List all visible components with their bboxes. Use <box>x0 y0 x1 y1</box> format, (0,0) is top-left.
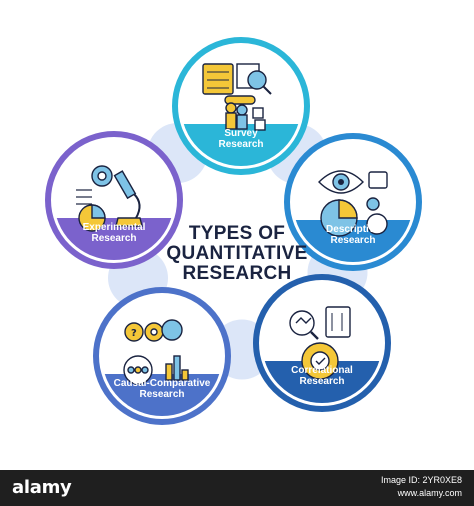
stock-footer-bar: alamy Image ID: 2YR0XE8 www.alamy.com <box>0 470 474 506</box>
causal-comparative-icon: ? <box>123 319 189 385</box>
survey-icon <box>202 63 272 131</box>
descriptive-eye-icon <box>318 170 388 237</box>
node-experimental <box>45 131 183 269</box>
node-correlational <box>253 274 391 412</box>
node-descriptive <box>284 133 422 271</box>
svg-text:?: ? <box>131 328 137 339</box>
node-label-correlational: Correlational Research <box>291 365 353 387</box>
diagram-title: TYPES OF QUANTITATIVE RESEARCH <box>166 223 308 284</box>
site-url-text: www.alamy.com <box>397 488 462 498</box>
node-label-experimental: Experimental Research <box>82 222 146 244</box>
alamy-logo: alamy <box>12 477 72 498</box>
experimental-microscope-icon <box>76 165 143 232</box>
node-label-survey: Survey Research <box>218 128 264 150</box>
node-causal-comparative: ? <box>93 287 231 425</box>
diagram-canvas: ? <box>45 37 422 425</box>
node-label-causal-comparative: Causal-Comparative Research <box>113 378 211 400</box>
node-label-descriptive: Descriptive Research <box>326 224 380 246</box>
image-id-text: Image ID: 2YR0XE8 <box>380 475 462 485</box>
correlational-icon <box>289 306 351 380</box>
node-survey <box>172 37 310 175</box>
